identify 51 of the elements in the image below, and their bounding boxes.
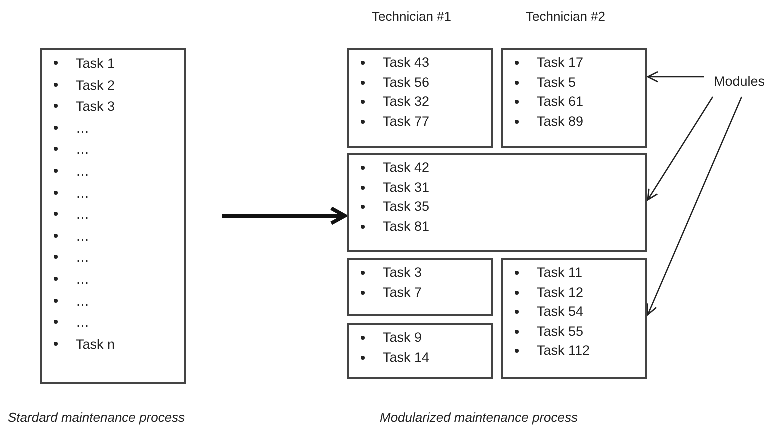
- task-module-box: [40, 48, 186, 384]
- task-list-item: …: [42, 247, 90, 269]
- task-list-item: …: [42, 204, 90, 226]
- task-list-item: Task 89: [503, 112, 584, 131]
- task-list-item: …: [42, 268, 90, 291]
- column-heading: Technician #1: [372, 9, 452, 24]
- task-module-box: [347, 48, 493, 148]
- callout-text: Modules: [714, 73, 766, 91]
- task-list-item: Task 35: [349, 197, 430, 216]
- arrow: [222, 206, 347, 226]
- task-list-item: …: [42, 312, 90, 334]
- task-list-item: Task 5: [503, 72, 576, 92]
- task-list-item: Task 54: [503, 302, 584, 322]
- task-list-item: …: [42, 182, 90, 204]
- task-list-item: …: [42, 118, 90, 140]
- task-list-item: …: [42, 290, 90, 312]
- task-list-item: Task 32: [349, 92, 430, 112]
- task-list-item: Task 61: [503, 92, 584, 112]
- task-list-item: Task 3: [349, 263, 422, 282]
- task-list-item: Task n: [42, 334, 116, 356]
- caption-text: Modularized maintenance process: [380, 410, 578, 425]
- task-list-item: Task 77: [349, 112, 430, 131]
- task-list-item: Task 9: [349, 328, 422, 348]
- caption-text: Stardard maintenance process: [8, 410, 186, 425]
- task-list-item: Task 112: [503, 341, 590, 360]
- arrow: [647, 96, 714, 201]
- task-module-box: [347, 323, 493, 379]
- task-module-box: [501, 48, 647, 148]
- task-list-item: Task 31: [349, 178, 430, 197]
- task-module-box: [347, 153, 647, 252]
- column-heading: Technician #2: [526, 9, 606, 24]
- task-module-box: [347, 258, 493, 316]
- arrow: [646, 96, 742, 316]
- task-list-item: Task 42: [349, 158, 430, 178]
- task-list-item: Task 12: [503, 282, 584, 302]
- task-list-item: Task 81: [349, 216, 430, 236]
- task-list-item: Task 11: [503, 263, 583, 282]
- task-list-item: Task 43: [349, 53, 430, 72]
- task-list-item: Task 56: [349, 72, 430, 92]
- task-list-item: Task 3: [42, 96, 116, 118]
- task-list-item: Task 14: [349, 348, 430, 367]
- task-module-box: [501, 258, 647, 379]
- task-list-item: Task 2: [42, 74, 116, 96]
- task-list-item: Task 1: [42, 53, 116, 75]
- arrow: [647, 71, 704, 83]
- task-list-item: Task 7: [349, 282, 422, 302]
- task-list-item: …: [42, 226, 90, 248]
- task-list-item: …: [42, 160, 90, 183]
- task-list-item: Task 17: [503, 53, 584, 72]
- task-list-item: Task 55: [503, 322, 584, 341]
- task-list-item: …: [42, 139, 90, 161]
